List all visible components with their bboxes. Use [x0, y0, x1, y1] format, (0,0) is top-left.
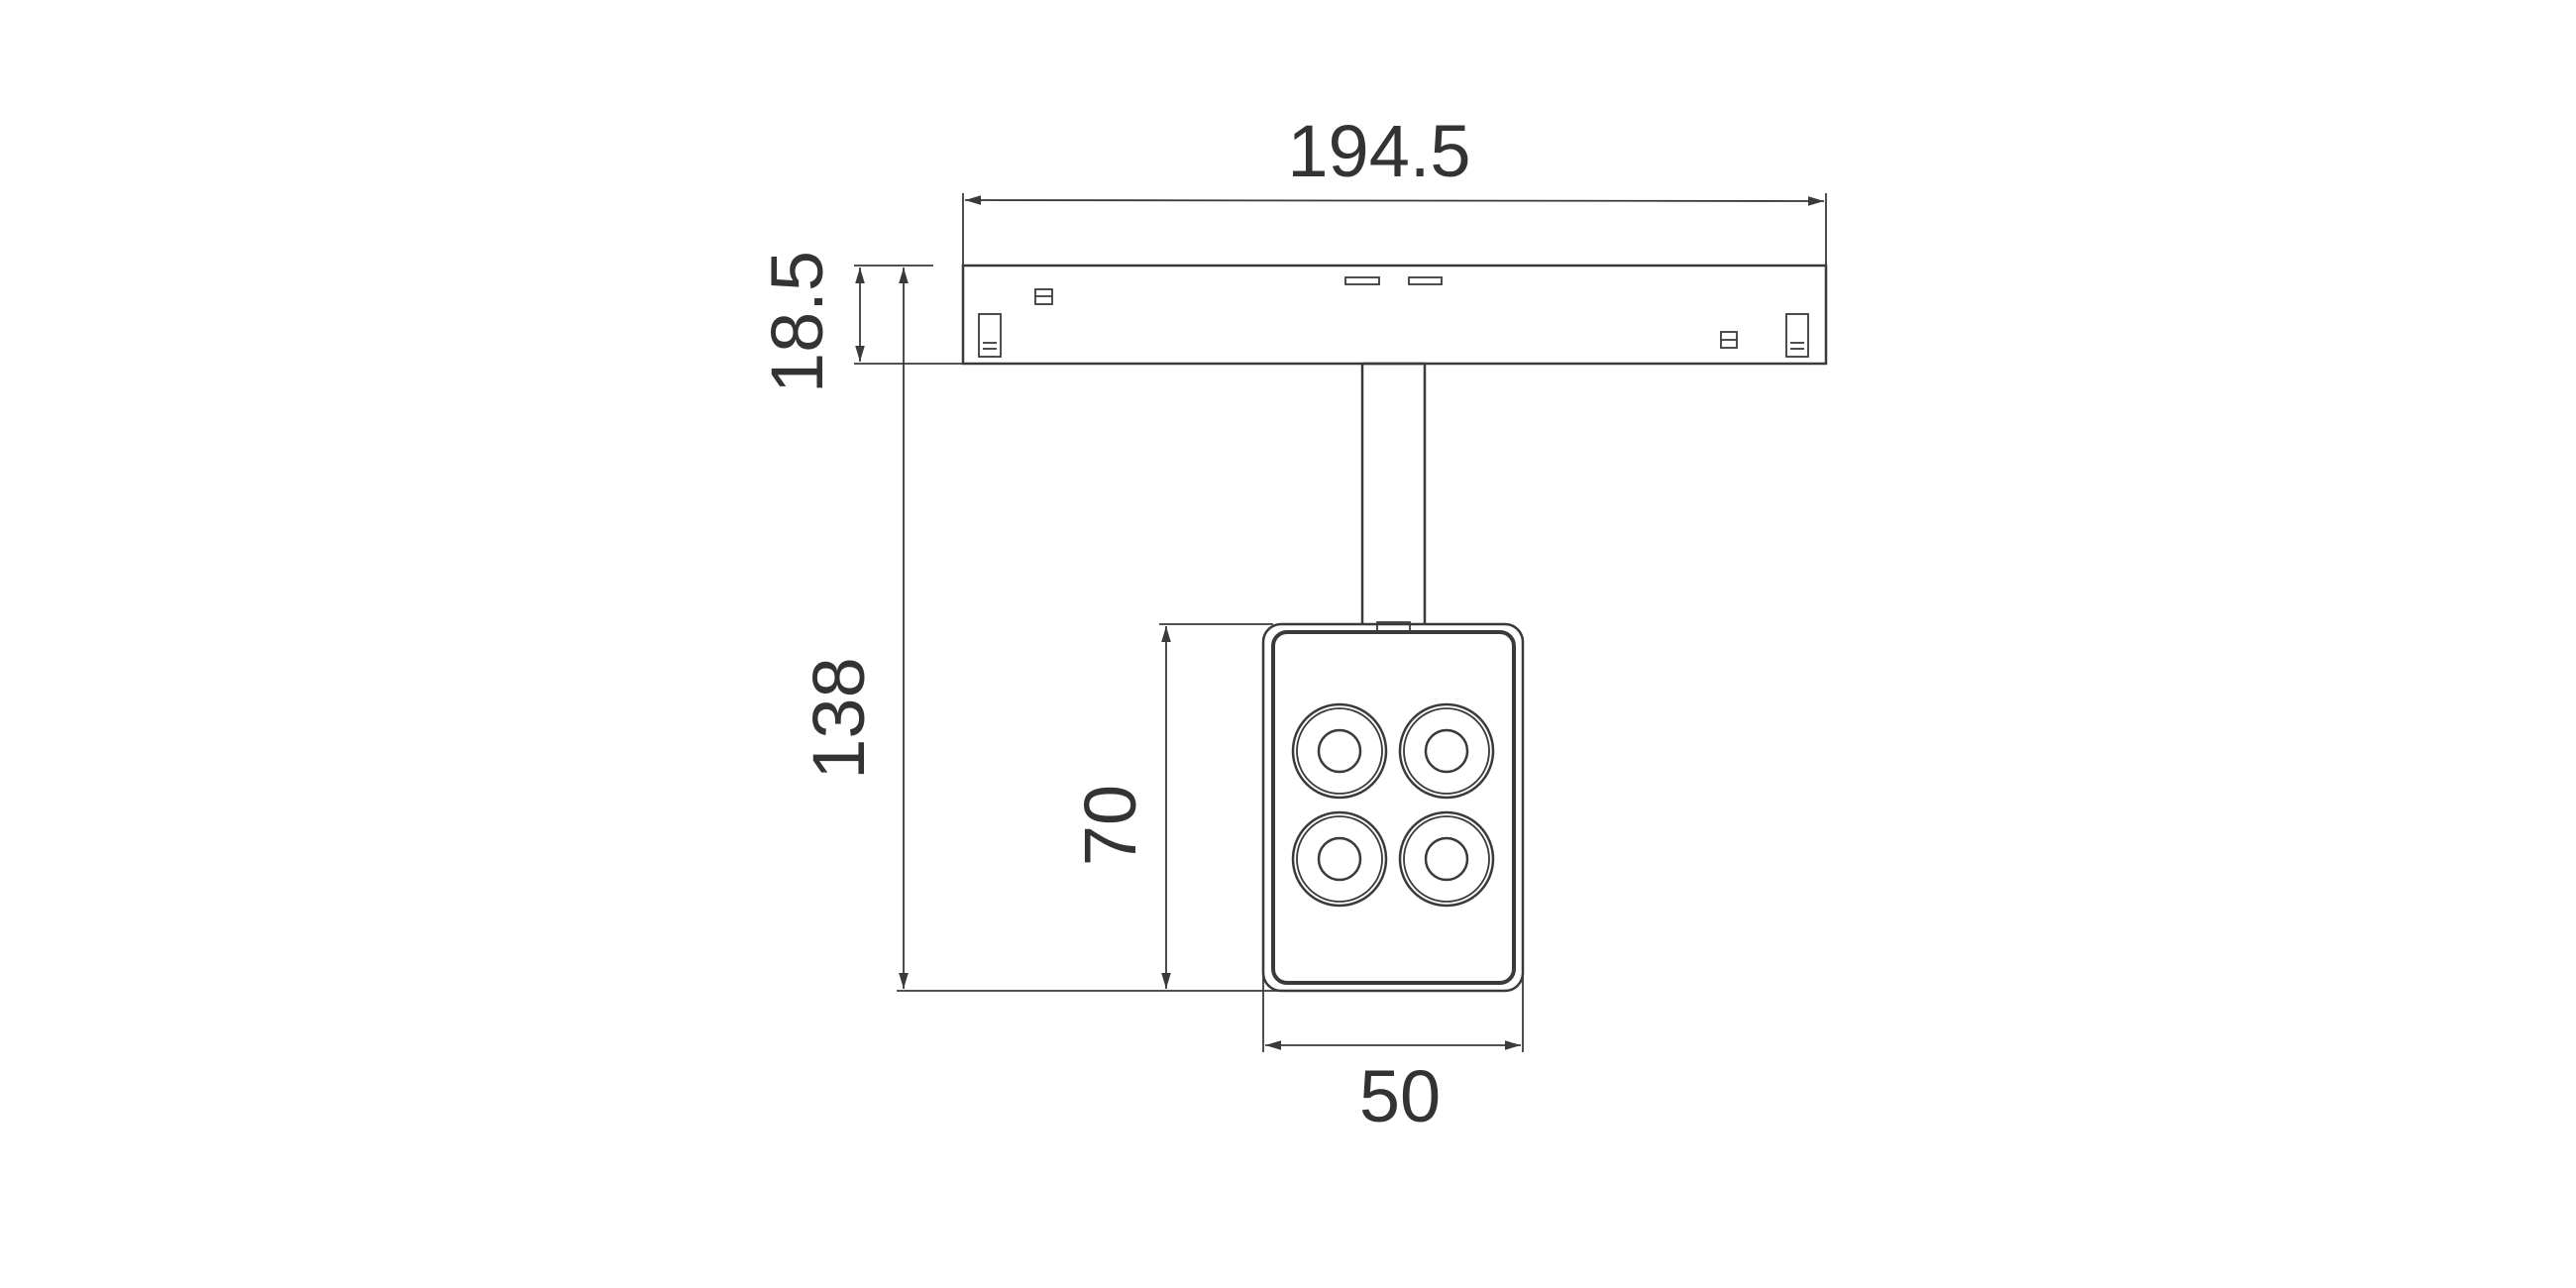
dimension-head-height: 70: [1069, 623, 1273, 989]
dimension-label-70: 70: [1069, 785, 1151, 866]
dimension-head-width: 50: [1262, 976, 1524, 1137]
dimension-overall-height: 138: [798, 268, 1278, 992]
dimension-label-138: 138: [798, 657, 880, 779]
lens-1: [1291, 702, 1388, 800]
dimension-label-194-5: 194.5: [1287, 110, 1470, 192]
track-body: [961, 264, 1828, 366]
slot-left: [1344, 276, 1380, 285]
dimension-overall-width: 194.5: [962, 110, 1827, 266]
dimension-track-height: 18.5: [756, 251, 963, 393]
lens-3: [1291, 810, 1388, 908]
contact-left: [978, 313, 1002, 358]
slot-right: [1408, 276, 1443, 285]
lamp-head: [1261, 622, 1525, 993]
dimension-label-50: 50: [1359, 1055, 1441, 1137]
lens-2: [1398, 702, 1495, 800]
lens-4: [1398, 810, 1495, 908]
contact-right: [1785, 313, 1809, 358]
dimension-label-18-5: 18.5: [756, 251, 838, 393]
stem: [1360, 362, 1427, 633]
